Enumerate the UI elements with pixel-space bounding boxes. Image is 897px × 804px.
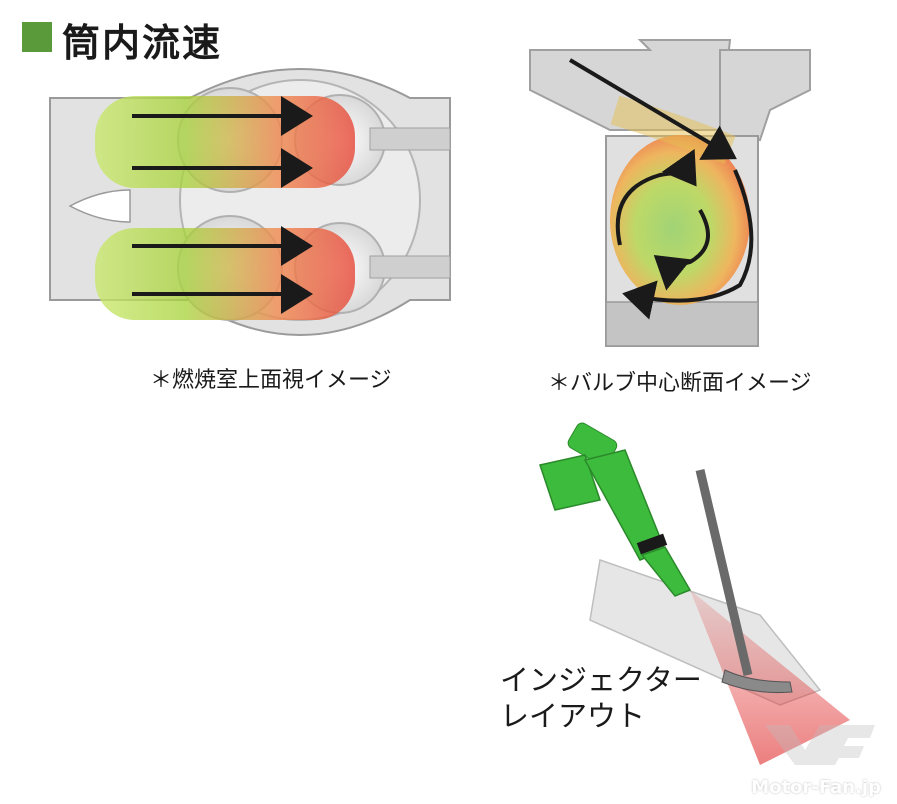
valve-section-diagram	[529, 39, 811, 347]
tumble-arrow-inner	[653, 209, 710, 291]
piston	[605, 301, 759, 347]
injector-body	[539, 422, 692, 597]
fuel-spray	[690, 590, 850, 765]
flow-region-upper	[95, 96, 355, 188]
top-view-diagram	[49, 68, 451, 336]
valve-stem	[695, 468, 753, 677]
tumble-arrow-left	[615, 148, 697, 246]
valve-head	[721, 669, 793, 694]
port-divider	[68, 189, 131, 223]
flow-region-lower	[95, 228, 355, 320]
title-square	[22, 22, 52, 52]
injector-label-line2: レイアウト	[500, 699, 646, 733]
watermark-text: Motor-Fan.jp	[751, 777, 881, 798]
injector-label-line1: インジェクター	[500, 663, 702, 697]
tumble-arrow-outer	[622, 169, 754, 320]
intake-flow-arrow	[568, 58, 737, 160]
watermark-logo	[765, 725, 875, 765]
exhaust-port	[719, 49, 811, 142]
top-view-caption: ＊燃焼室上面視イメージ	[150, 368, 392, 393]
injector-layout-label: インジェクター レイアウト	[500, 662, 702, 734]
injector-illustration	[539, 422, 875, 765]
page-title: 筒内流速	[62, 21, 223, 65]
valve-section-caption: ＊バルブ中心断面イメージ	[548, 371, 812, 396]
